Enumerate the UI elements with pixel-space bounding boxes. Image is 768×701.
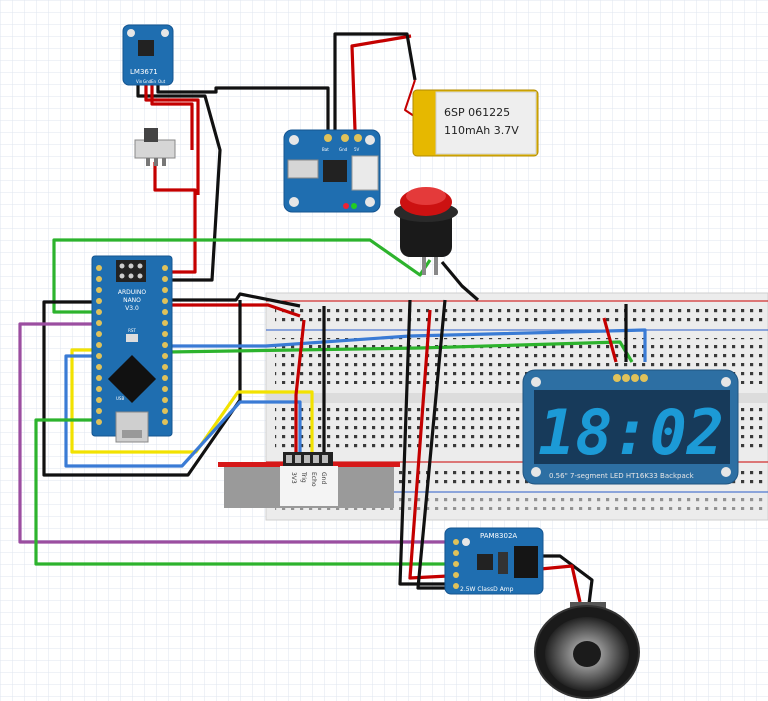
wire-amp-black-a — [398, 299, 448, 586]
push-button — [394, 187, 458, 275]
nano-left-pin — [96, 265, 102, 271]
wire-sensor-black — [136, 82, 222, 282]
lm3671-module: LM3671 Vin Gnd En Out — [122, 24, 174, 86]
wire-green-amp — [34, 418, 448, 566]
amplifier-board: PAM8302A 2.5W ClassD Amp — [444, 527, 544, 595]
charger-pin-gnd: Gnd — [339, 147, 348, 152]
arduino-title: ARDUINO — [118, 289, 147, 296]
nano-right-pin — [162, 419, 168, 425]
wire-sensor-red-b — [150, 82, 194, 150]
wire-amp-black-b — [416, 299, 448, 590]
nano-right-pin — [162, 364, 168, 370]
nano-right-pin — [162, 353, 168, 359]
nano-right-pin — [162, 287, 168, 293]
sensor-pin-gnd: Gnd — [143, 79, 152, 84]
sensor-breakout: 3V3 Trig Echo Gnd — [218, 452, 400, 508]
wire-gnd-black — [168, 292, 301, 308]
nano-right-pin — [162, 320, 168, 326]
amp-caption: 2.5W ClassD Amp — [460, 586, 514, 593]
nano-left-pin — [96, 309, 102, 315]
nano-right-pin — [162, 375, 168, 381]
nano-left-pin — [96, 276, 102, 282]
nano-right-pin — [162, 309, 168, 315]
battery-label-line2: 110mAh 3.7V — [444, 124, 519, 137]
wire-amp-red — [408, 309, 449, 580]
wire-purple — [18, 322, 448, 544]
nano-right-pin — [162, 397, 168, 403]
nano-left-pin — [96, 320, 102, 326]
nano-right-pin — [162, 408, 168, 414]
wire-battery-black — [333, 32, 417, 130]
arduino-usb-label: USB — [116, 396, 124, 401]
breakout-pin-echo: Echo — [310, 472, 317, 487]
wire-breakout-red — [294, 319, 306, 452]
wire-sensor-red-a — [144, 82, 200, 195]
nano-left-pin — [96, 342, 102, 348]
seven-segment-display: 18:02 0.56" 7-segment LED HT16K33 Backpa… — [522, 369, 739, 485]
display-digits: 18:02 — [538, 396, 724, 469]
sensor-pin-vin: Vin — [136, 79, 143, 84]
wire-sensor-black-b — [156, 82, 330, 130]
breakout-pin-gnd: Gnd — [320, 472, 327, 484]
nano-left-pin — [96, 353, 102, 359]
nano-right-pin — [162, 298, 168, 304]
display-caption: 0.56" 7-segment LED HT16K33 Backpack — [549, 472, 695, 480]
nano-right-pin — [162, 276, 168, 282]
wire-black-loop — [42, 300, 242, 477]
arduino-version: V3.0 — [125, 305, 139, 312]
wire-green-button — [52, 238, 432, 314]
amp-title: PAM8302A — [480, 532, 517, 540]
wire-speaker-red — [529, 564, 582, 603]
nano-left-pin — [96, 386, 102, 392]
nano-left-pin — [96, 408, 102, 414]
nano-left-pin — [96, 298, 102, 304]
sensor-label: LM3671 — [130, 68, 158, 76]
wire-speaker-black — [530, 554, 594, 613]
charger-board: Bat Gnd 5V — [283, 129, 381, 213]
wire-battery-red — [350, 34, 412, 131]
speaker — [534, 602, 640, 699]
sensor-pin-out: Out — [158, 79, 166, 84]
nano-right-pin — [162, 331, 168, 337]
nano-left-pin — [96, 364, 102, 370]
nano-left-pin — [96, 287, 102, 293]
breakout-pin-3v3: 3V3 — [290, 472, 297, 484]
wire-display-red — [602, 317, 618, 363]
charger-pin-5v: 5V — [354, 147, 360, 152]
arduino-right-pins — [162, 265, 168, 425]
wire-switch-red — [153, 162, 197, 274]
arduino-left-pins — [96, 265, 102, 425]
arduino-nano: ARDUINO NANO V3.0 RST USB — [91, 255, 173, 443]
wire-blue-breakout — [64, 354, 302, 468]
arduino-subtitle: NANO — [123, 297, 141, 304]
nano-right-pin — [162, 386, 168, 392]
nano-left-pin — [96, 331, 102, 337]
slide-switch — [134, 128, 176, 166]
nano-right-pin — [162, 265, 168, 271]
lipo-battery: 6SP 061225 110mAh 3.7V — [412, 89, 539, 157]
sensor-pin-en: En — [151, 79, 157, 84]
wires — [18, 32, 647, 613]
nano-left-pin — [96, 375, 102, 381]
breakout-pin-trig: Trig — [300, 471, 307, 483]
wire-5v-red — [168, 303, 301, 318]
nano-left-pin — [96, 419, 102, 425]
wire-button-black — [440, 260, 480, 302]
arduino-reset-label: RST — [128, 328, 136, 333]
nano-right-pin — [162, 342, 168, 348]
battery-label-line1: 6SP 061225 — [444, 106, 510, 119]
nano-left-pin — [96, 397, 102, 403]
charger-pin-bat: Bat — [322, 147, 329, 152]
